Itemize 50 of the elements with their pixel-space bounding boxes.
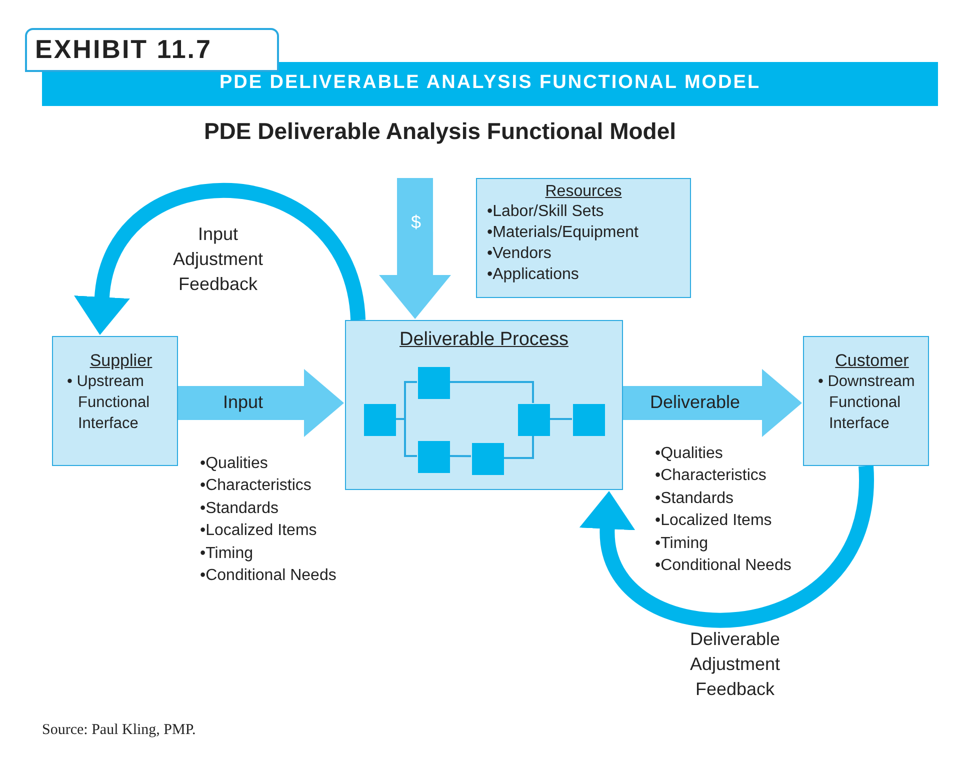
connector-line — [449, 381, 534, 403]
bullet-item: •Applications — [487, 265, 580, 285]
bullet-item: •Standards — [200, 500, 279, 518]
bullet-item: •Timing — [655, 534, 708, 553]
bullet-item: • Downstream Functional Interface — [818, 372, 916, 434]
process-step — [472, 443, 504, 475]
edge-label: Deliverable Adjustment Feedback — [688, 628, 782, 701]
exhibit-label: EXHIBIT 11.7 — [25, 28, 279, 72]
block-arrow — [623, 368, 802, 437]
bullet-item: •Localized Items — [655, 512, 772, 530]
process-step — [364, 404, 396, 436]
process-step — [418, 441, 450, 473]
bullet-item: •Conditional Needs — [655, 557, 792, 575]
diagram-title: PDE Deliverable Analysis Functional Model — [202, 118, 678, 145]
info-box — [803, 336, 929, 466]
banner-heading: PDE DELIVERABLE ANALYSIS FUNCTIONAL MODEL — [42, 62, 938, 106]
bullet-item: •Localized Items — [200, 522, 317, 540]
bullet-item: •Conditional Needs — [200, 567, 336, 585]
box-heading: Deliverable Process — [398, 329, 570, 351]
bullet-item: •Labor/Skill Sets — [487, 202, 605, 222]
bullet-item: • Upstream Functional Interface — [67, 372, 151, 434]
connector-line — [549, 418, 572, 420]
edge-label: Deliverable — [648, 391, 742, 414]
bullet-item: •Standards — [655, 490, 734, 508]
bullet-item: •Characteristics — [655, 467, 766, 486]
bullet-item: •Timing — [200, 544, 254, 563]
info-box — [52, 336, 178, 466]
bullet-item: •Qualities — [200, 455, 268, 473]
info-box — [476, 178, 691, 298]
bullet-item: •Vendors — [487, 244, 552, 264]
box-heading: Resources — [544, 183, 623, 201]
curved-arrow — [580, 466, 874, 628]
bullet-item: •Qualities — [655, 445, 723, 463]
process-step — [418, 367, 450, 399]
edge-label: $ — [410, 211, 422, 234]
process-step — [573, 404, 605, 436]
bullet-item: •Characteristics — [200, 477, 312, 496]
connector-line — [449, 455, 471, 458]
process-step — [518, 404, 550, 436]
edge-label: Input Adjustment Feedback — [172, 223, 264, 296]
block-arrow — [178, 368, 344, 437]
bullet-item: •Materials/Equipment — [487, 223, 640, 243]
source-note: Source: Paul Kling, PMP. — [42, 722, 196, 739]
block-arrow — [379, 178, 452, 319]
process-box — [345, 320, 623, 490]
edge-label: Input — [222, 391, 264, 414]
curved-arrow — [74, 183, 366, 334]
connector-line — [503, 435, 534, 459]
box-heading: Supplier — [88, 351, 154, 371]
box-heading: Customer — [834, 351, 910, 371]
